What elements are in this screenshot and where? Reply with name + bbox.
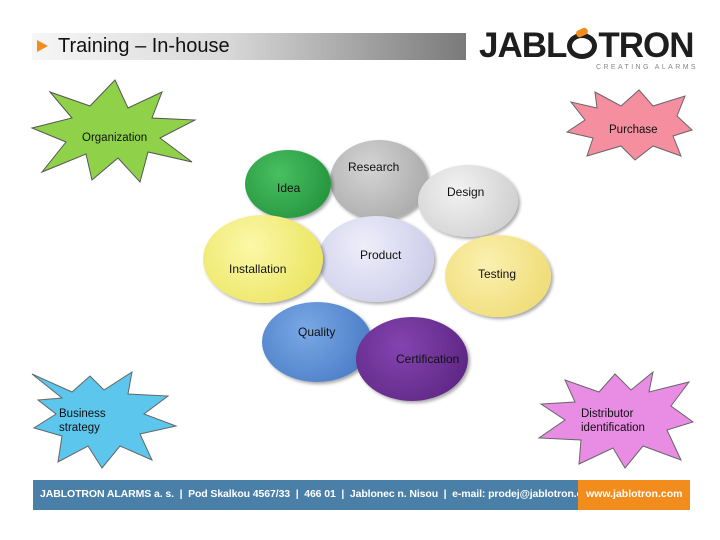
business-strategy-label: Business strategy bbox=[59, 408, 106, 434]
footer-contact: JABLOTRON ALARMS a. s. | Pod Skalkou 456… bbox=[40, 488, 588, 500]
design-label: Design bbox=[447, 185, 485, 199]
footer-city: Jablonec n. Nisou bbox=[349, 488, 439, 500]
organization-label: Organization bbox=[82, 132, 148, 144]
header-bar bbox=[32, 33, 466, 60]
quality-label: Quality bbox=[298, 325, 336, 339]
footer-website-box bbox=[578, 480, 690, 510]
business-strategy-burst: Business strategy bbox=[28, 370, 178, 470]
footer-address: Pod Skalkou 4567/33 bbox=[188, 488, 291, 500]
testing-label: Testing bbox=[478, 267, 517, 281]
footer-website-link[interactable]: www.jablotron.com bbox=[586, 488, 683, 500]
research-circle bbox=[330, 140, 428, 220]
certification-label: Certification bbox=[396, 352, 460, 366]
page-title: Training – In-house bbox=[58, 35, 230, 57]
footer-postcode: 466 01 bbox=[304, 488, 336, 500]
purchase-label: Purchase bbox=[609, 124, 658, 136]
logo-tagline: CREATING ALARMS bbox=[596, 64, 698, 71]
installation-circle bbox=[203, 215, 323, 303]
certification-circle bbox=[356, 317, 468, 401]
purchase-burst: Purchase bbox=[565, 89, 693, 161]
quality-circle bbox=[262, 302, 372, 382]
distributor-identification-label: Distributor identification bbox=[581, 408, 645, 434]
product-label: Product bbox=[360, 248, 402, 262]
product-circle bbox=[318, 216, 434, 302]
idea-circle bbox=[245, 150, 331, 218]
footer-email[interactable]: e-mail: prodej@jablotron.cz bbox=[452, 488, 588, 500]
research-label: Research bbox=[348, 160, 400, 174]
installation-label: Installation bbox=[229, 262, 287, 276]
testing-circle bbox=[445, 235, 551, 317]
organization-burst: Organization bbox=[30, 79, 200, 185]
distributor-identification-burst: Distributor identification bbox=[535, 370, 695, 470]
design-circle bbox=[418, 165, 518, 237]
idea-label: Idea bbox=[277, 181, 301, 195]
footer-company: JABLOTRON ALARMS a. s. bbox=[40, 488, 174, 500]
header-arrow-icon bbox=[37, 40, 48, 52]
